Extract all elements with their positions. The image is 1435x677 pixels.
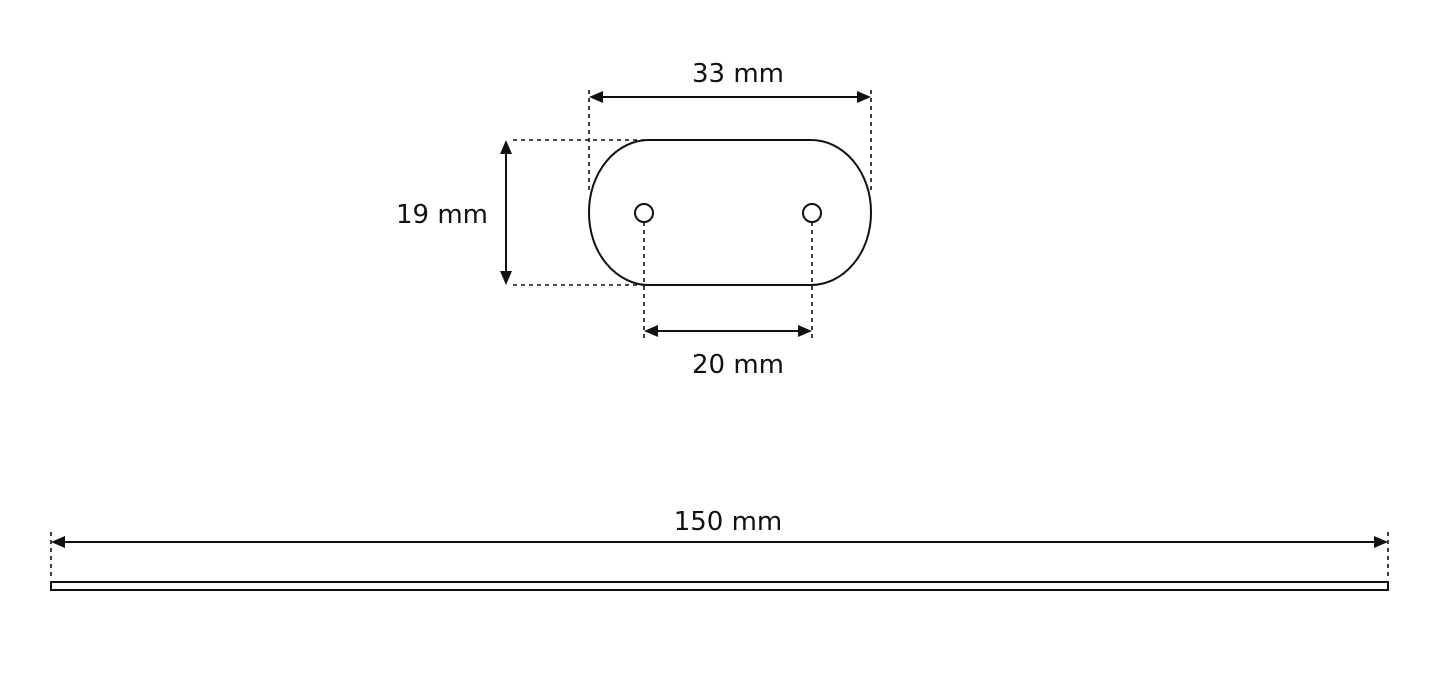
screw-hole-right xyxy=(802,203,822,223)
height-dimension: 19 mm xyxy=(396,140,512,285)
width-arrow-left xyxy=(589,91,603,103)
length-arrow-right xyxy=(1374,536,1388,548)
width-arrow-right xyxy=(857,91,871,103)
hole-spacing-dimension: 20 mm xyxy=(644,325,812,380)
width-dimension: 33 mm xyxy=(589,59,871,103)
length-dimension: 150 mm xyxy=(51,507,1388,548)
plate-outline xyxy=(588,139,872,286)
length-label: 150 mm xyxy=(674,507,783,537)
height-label: 19 mm xyxy=(396,200,488,230)
height-arrow-top xyxy=(500,140,512,154)
screw-hole-left xyxy=(634,203,654,223)
hole-spacing-arrow-right xyxy=(798,325,812,337)
width-label: 33 mm xyxy=(692,59,784,89)
hole-spacing-arrow-left xyxy=(644,325,658,337)
length-arrow-left xyxy=(51,536,65,548)
mounting-plate-view: 33 mm 19 mm 20 mm xyxy=(396,59,872,380)
hole-spacing-label: 20 mm xyxy=(692,350,784,380)
bar-side-view: 150 mm xyxy=(50,507,1389,591)
bar-profile xyxy=(50,581,1389,591)
height-arrow-bottom xyxy=(500,271,512,285)
